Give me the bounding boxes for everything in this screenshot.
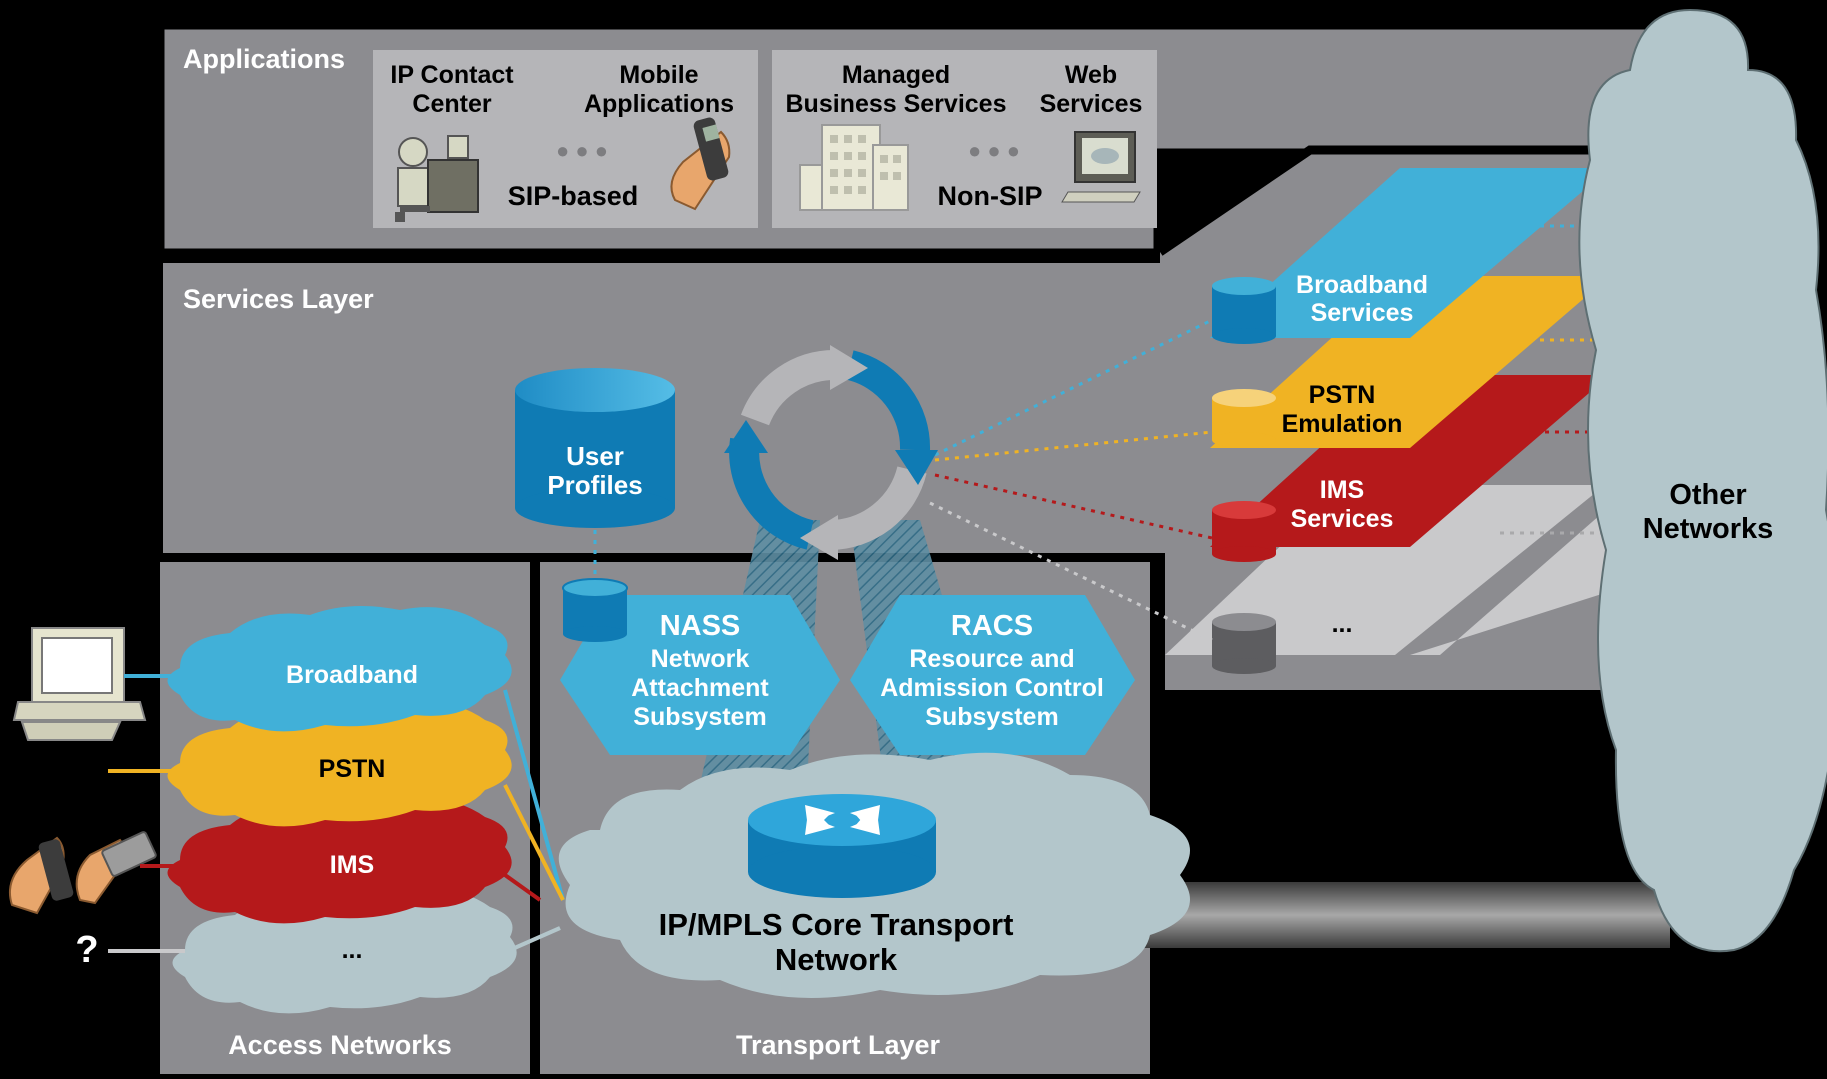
ims-db-icon (1212, 501, 1276, 562)
access-cloud-pstn-label: PSTN (319, 755, 386, 783)
core-to-other-networks-pipe (1130, 882, 1670, 948)
nass-line-3: Subsystem (633, 703, 766, 731)
ip-contact-center-label-2: Center (412, 90, 491, 118)
plane-ims-label-2: Services (1291, 505, 1394, 533)
mobile-phone-hand-icon (670, 117, 731, 211)
access-to-core-lines (503, 689, 565, 952)
plane-pstn-label-2: Emulation (1282, 410, 1403, 438)
user-profiles-db-icon: User Profiles (515, 368, 675, 528)
service-planes: Broadband Services PSTN Emulation IMS Se… (1160, 168, 1740, 655)
nass-db-icon (562, 578, 628, 642)
other-networks-label-2: Networks (1643, 513, 1774, 545)
service-plane-broadband (1210, 168, 1610, 338)
racs-line-2: Admission Control (880, 674, 1104, 702)
service-plane-grey (1165, 485, 1605, 655)
web-monitor-icon (1061, 131, 1141, 203)
services-layer-title: Services Layer (183, 284, 374, 314)
ip-contact-center-label-1: IP Contact (390, 61, 514, 89)
transport-layer-title: Transport Layer (736, 1030, 941, 1060)
managed-business-label-1: Managed (842, 61, 950, 89)
web-services-label-1: Web (1065, 61, 1117, 89)
plane-databases (1212, 277, 1276, 674)
mobile-applications-label-1: Mobile (619, 61, 698, 89)
service-connector-lines (929, 318, 1213, 642)
plane-pstn-label-1: PSTN (1309, 381, 1376, 409)
access-cloud-ims-label: IMS (330, 851, 374, 879)
contact-center-agent-icon (395, 135, 479, 222)
non-sip-label: Non-SIP (938, 181, 1043, 211)
racs-line-1: Resource and (909, 645, 1074, 673)
plane-grey-label: ... (1332, 610, 1353, 638)
plane-ims-label-1: IMS (1320, 476, 1364, 504)
other-networks-cloud: Other Networks (1578, 8, 1827, 953)
racs-title: RACS (951, 610, 1033, 642)
broadband-db-icon (1212, 277, 1276, 344)
router-icon (748, 794, 936, 898)
plane-broadband-label-2: Services (1311, 299, 1414, 327)
access-cloud-ims: IMS (167, 798, 512, 924)
office-buildings-icon (799, 124, 909, 211)
nass-line-1: Network (651, 645, 750, 673)
web-services-label-2: Services (1040, 90, 1143, 118)
other-networks-label-1: Other (1669, 479, 1746, 511)
core-label-1: IP/MPLS Core Transport (659, 907, 1014, 942)
applications-title: Applications (183, 44, 345, 74)
racs-line-3: Subsystem (925, 703, 1058, 731)
managed-business-label-2: Business Services (786, 90, 1007, 118)
service-plane-ims (1210, 375, 1610, 547)
user-profiles-label-2: Profiles (547, 470, 642, 500)
plane-broadband-label-1: Broadband (1296, 271, 1428, 299)
desktop-computer-icon (12, 627, 147, 741)
user-profiles-label-1: User (566, 441, 624, 471)
other-db-icon (1212, 613, 1276, 674)
sip-ellipsis-dots: ● ● ● (556, 138, 608, 163)
racs-hexagon: RACS Resource and Admission Control Subs… (850, 595, 1135, 755)
nass-line-2: Attachment (631, 674, 769, 702)
access-networks-title: Access Networks (228, 1030, 452, 1060)
pstn-db-icon (1212, 389, 1276, 448)
access-cloud-broadband: Broadband (167, 606, 512, 732)
nass-hexagon: NASS Network Attachment Subsystem (560, 578, 840, 755)
core-label-2: Network (775, 942, 898, 977)
unknown-device-label: ? (75, 929, 98, 971)
access-cloud-pstn: PSTN (167, 701, 512, 827)
cycle-arrowheads (724, 345, 938, 560)
mobile-applications-label-2: Applications (584, 90, 734, 118)
access-cloud-other-label: ... (342, 936, 363, 964)
nass-title: NASS (660, 610, 741, 642)
access-cloud-broadband-label: Broadband (286, 661, 418, 689)
sip-based-label: SIP-based (508, 181, 639, 211)
mobile-devices-icon (8, 831, 157, 915)
non-sip-ellipsis-dots: ● ● ● (968, 138, 1020, 163)
service-plane-pstn (1210, 276, 1610, 448)
